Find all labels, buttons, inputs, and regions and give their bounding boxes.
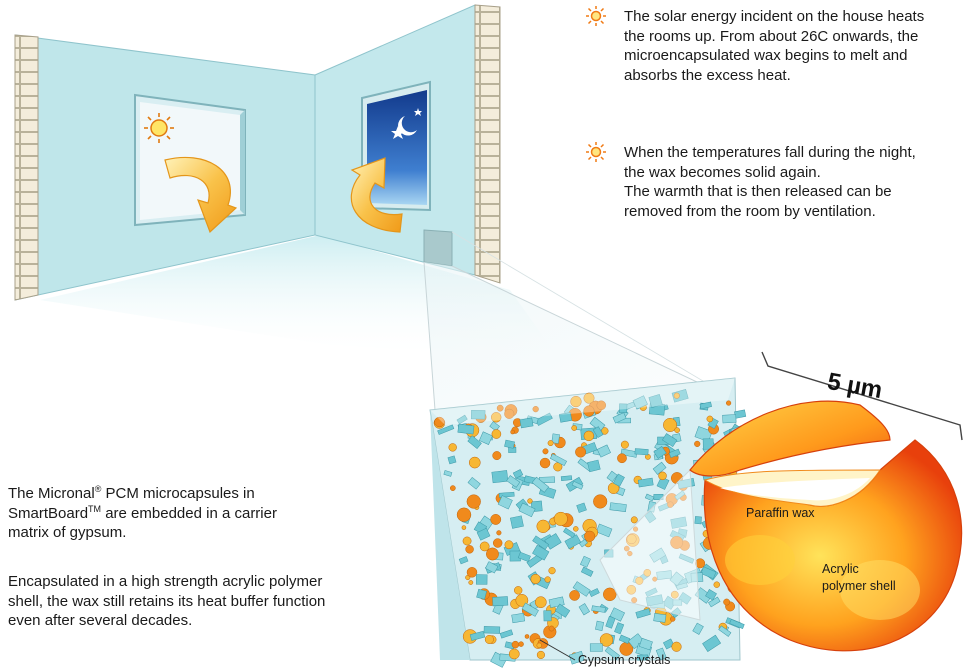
- wax-bead: [603, 588, 616, 601]
- wax-bead: [540, 458, 550, 468]
- wax-bead: [519, 642, 524, 647]
- wax-bead: [493, 451, 501, 459]
- wax-bead: [537, 643, 542, 648]
- shell-label-line2: polymer shell: [822, 579, 896, 594]
- sun-bullet-icon: [585, 141, 607, 163]
- wax-bead: [480, 542, 489, 551]
- gypsum-crystal: [590, 644, 602, 652]
- wax-bead: [525, 634, 529, 638]
- wax-bead: [584, 531, 595, 542]
- wax-bead: [573, 526, 578, 531]
- wax-bead: [549, 567, 556, 574]
- wax-bead: [493, 539, 502, 548]
- gypsum-crystal: [492, 597, 507, 606]
- microcapsule-description: The Micronal® PCM microcapsules in Smart…: [8, 484, 328, 543]
- wax-bead: [545, 577, 551, 583]
- wax-bead: [491, 514, 501, 524]
- wax-bead: [543, 449, 548, 454]
- wax-bead: [575, 447, 585, 457]
- paraffin-wax-label: Paraffin wax: [746, 506, 815, 521]
- gypsum-crystal: [476, 575, 487, 585]
- wax-bead: [531, 574, 541, 584]
- wax-bead: [631, 517, 637, 523]
- wax-bead: [537, 651, 545, 659]
- wax-bead: [548, 440, 553, 445]
- wax-bead: [511, 430, 515, 434]
- wax-bead: [467, 567, 477, 577]
- wax-bead: [457, 508, 471, 522]
- wax-bead: [659, 472, 667, 480]
- wax-bead: [675, 428, 680, 433]
- wax-bead: [463, 537, 471, 545]
- wax-bead: [537, 520, 550, 533]
- bullet-text: The solar energy incident on the house h…: [624, 7, 964, 85]
- gypsum-crystal: [723, 414, 737, 423]
- gypsum-crystal: [635, 449, 648, 455]
- wax-bead: [449, 443, 457, 451]
- sun-bullet-icon: [585, 5, 607, 27]
- wax-bead: [535, 597, 546, 608]
- wax-bead: [485, 635, 493, 643]
- wax-bead: [505, 541, 513, 549]
- wax-bead: [466, 545, 474, 553]
- wax-bead: [497, 531, 502, 536]
- wax-bead: [572, 425, 577, 430]
- gypsum-crystal: [695, 516, 702, 524]
- gypsum-crystal: [499, 492, 514, 497]
- wax-bead: [528, 499, 533, 504]
- gypsum-crystal: [484, 626, 500, 633]
- gypsum-crystal: [595, 621, 603, 631]
- gypsum-crystals-label: Gypsum crystals: [578, 653, 670, 668]
- wax-bead: [469, 457, 480, 468]
- bullet-text: When the temperatures fall during the ni…: [624, 143, 964, 221]
- gypsum-crystal: [544, 611, 552, 621]
- wax-bead: [569, 590, 579, 600]
- gypsum-crystal: [512, 613, 525, 623]
- gypsum-crystal: [561, 476, 572, 481]
- gypsum-crystal: [654, 613, 666, 622]
- wax-bead: [462, 526, 466, 530]
- wax-bead: [512, 641, 519, 648]
- wax-bead: [584, 431, 594, 441]
- gypsum-crystal: [520, 418, 533, 428]
- wax-bead: [694, 441, 700, 447]
- shell-label-line1: Acrylic: [822, 562, 859, 577]
- wax-bead: [549, 626, 554, 631]
- wax-bead: [514, 586, 522, 594]
- bullet-solar-heat: The solar energy incident on the house h…: [585, 7, 964, 85]
- shell-description: Encapsulated in a high strength acrylic …: [8, 572, 368, 631]
- wax-bead: [617, 454, 626, 463]
- wax-bead: [621, 441, 628, 448]
- wax-bead: [707, 416, 713, 422]
- wax-bead: [672, 642, 682, 652]
- gypsum-crystal: [477, 589, 487, 599]
- wax-bead: [714, 582, 720, 588]
- gypsum-crystal: [510, 516, 523, 529]
- gypsum-block: [430, 378, 748, 667]
- wax-bead: [593, 495, 607, 509]
- bullet-night-release: When the temperatures fall during the ni…: [585, 143, 964, 221]
- wax-bead: [469, 580, 473, 584]
- wax-bead: [726, 401, 731, 406]
- wax-bead: [554, 512, 567, 525]
- wax-bead: [509, 649, 519, 659]
- right-wall: [315, 5, 500, 283]
- wax-bead: [450, 486, 455, 491]
- microcapsule: [704, 440, 961, 651]
- wax-bead: [467, 495, 481, 509]
- gypsum-crystal: [458, 424, 474, 434]
- wax-bead: [723, 599, 729, 605]
- wax-bead: [492, 429, 501, 438]
- gypsum-crystal: [492, 470, 508, 482]
